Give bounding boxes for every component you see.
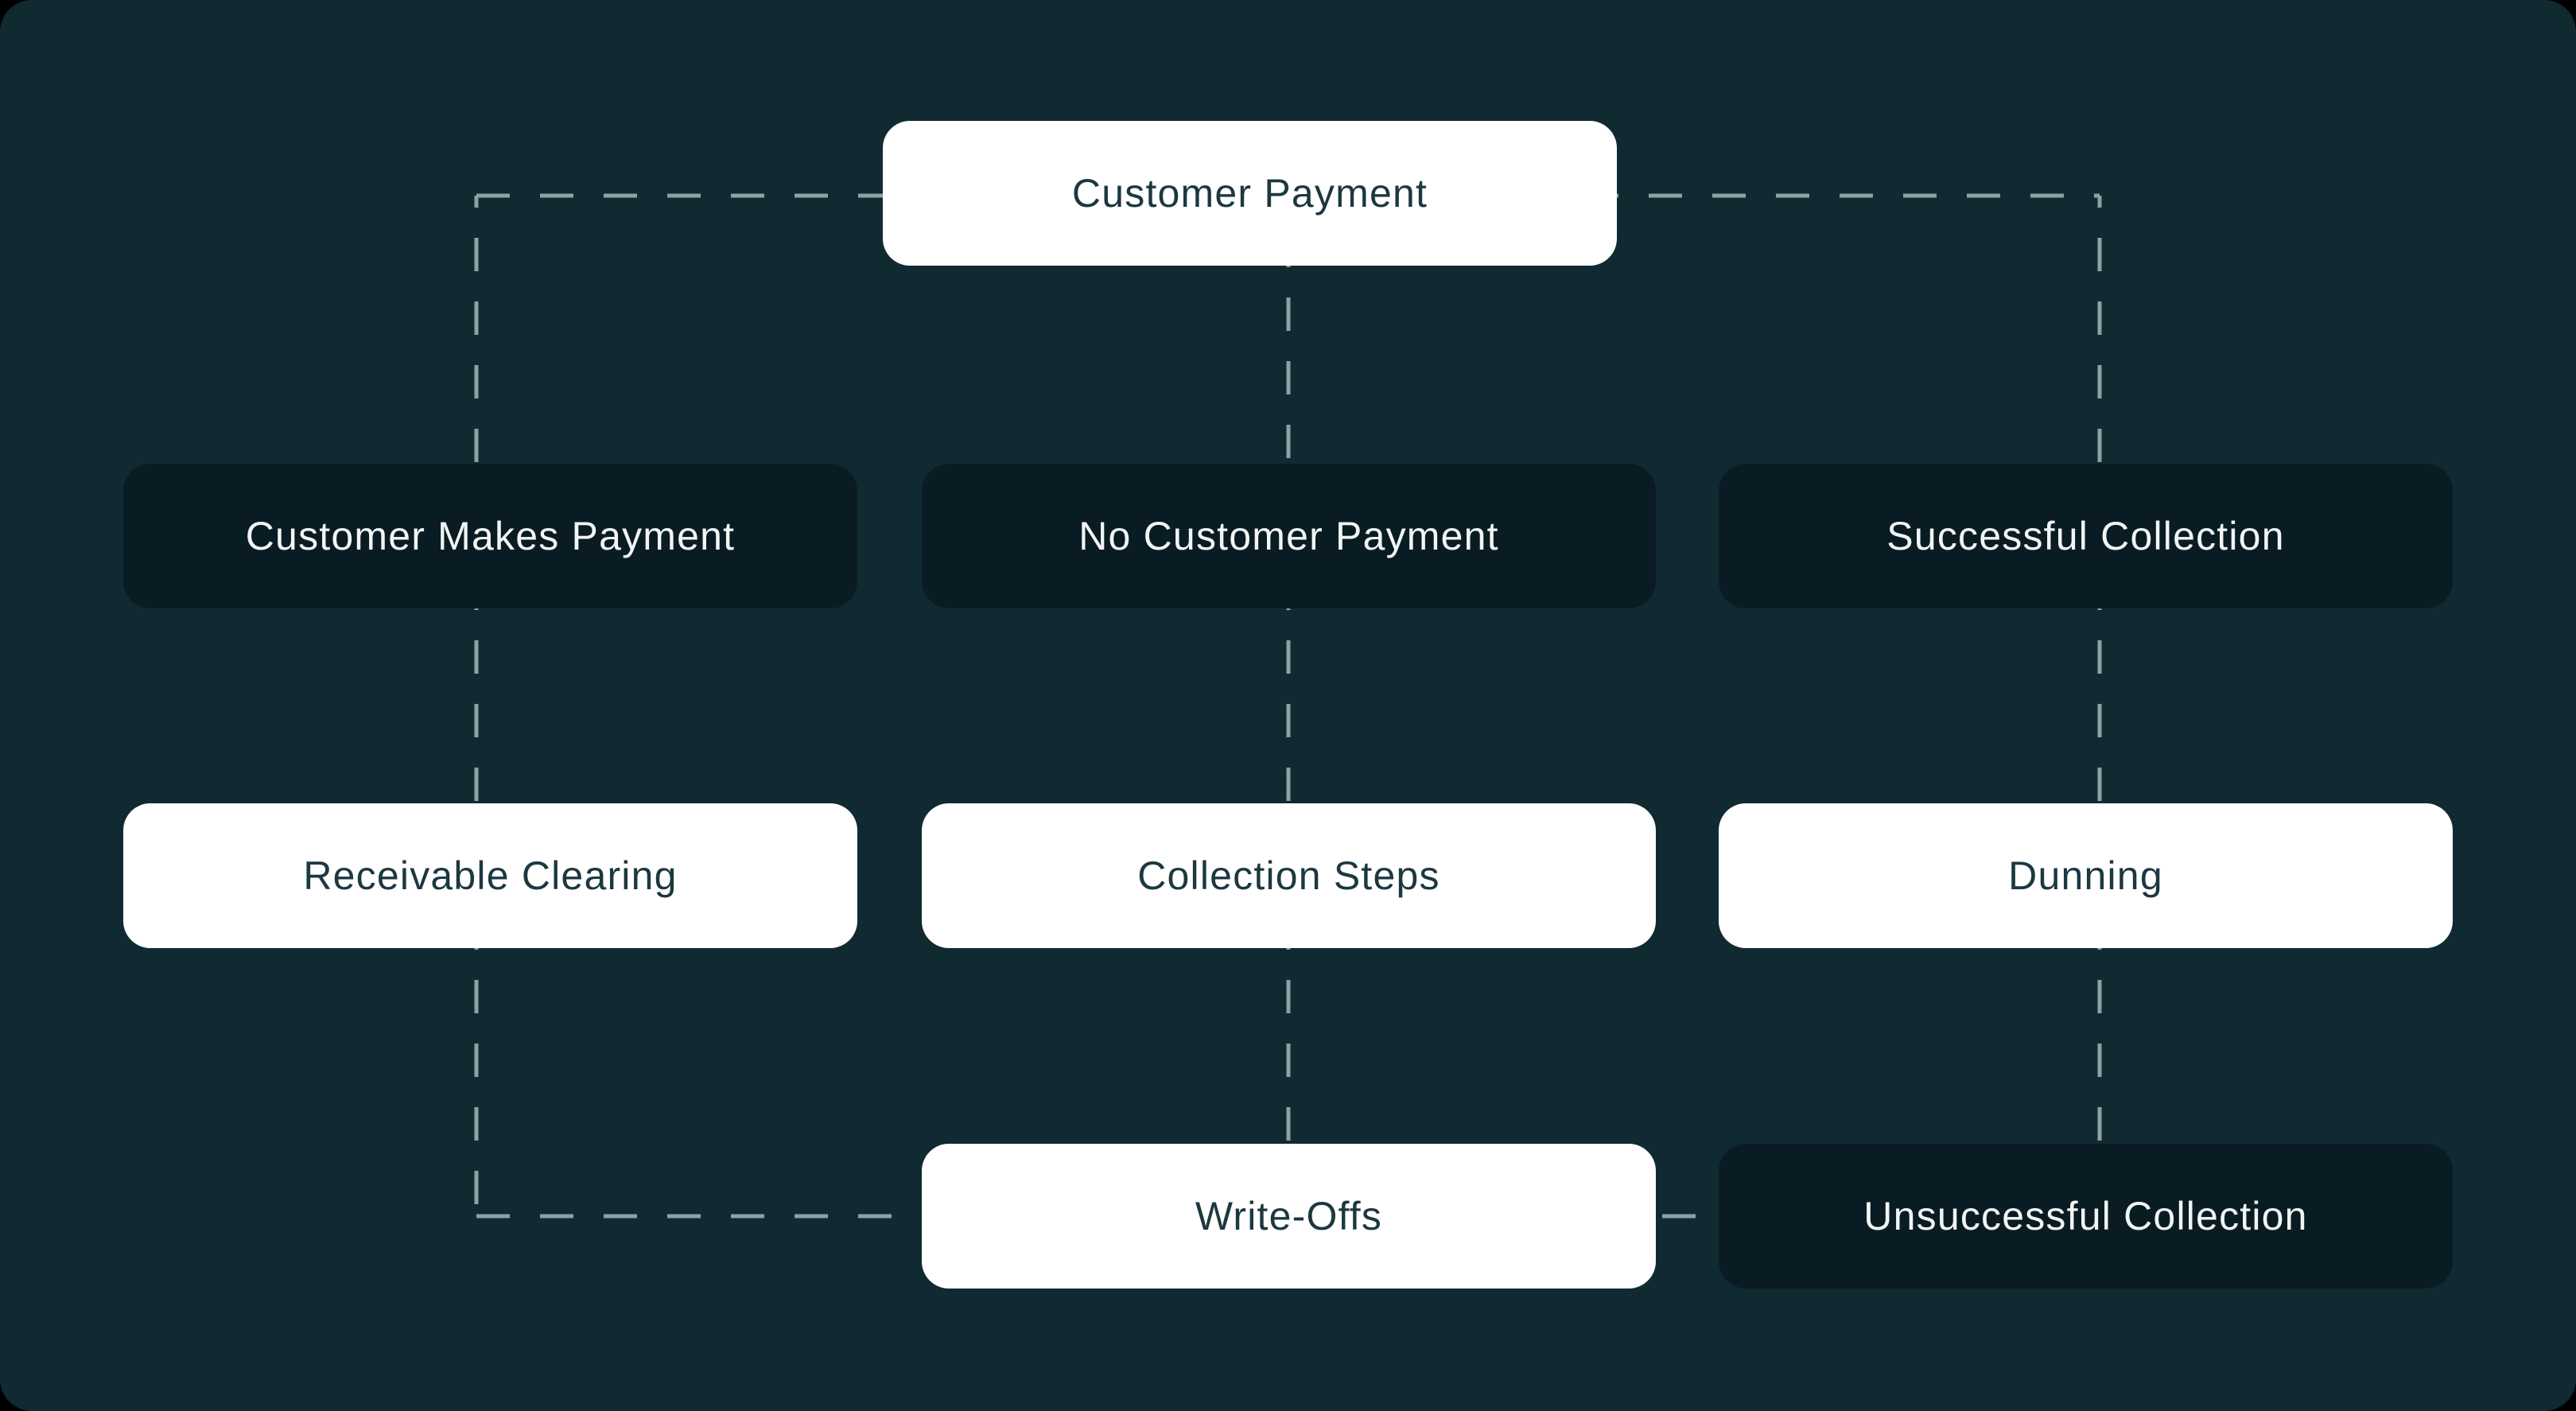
node-collection-steps-label: Collection Steps xyxy=(1137,853,1440,898)
node-no-customer-payment: No Customer Payment xyxy=(922,464,1656,608)
node-customer-makes-payment: Customer Makes Payment xyxy=(123,464,857,608)
node-customer-payment-label: Customer Payment xyxy=(1071,171,1428,216)
node-successful-collection: Successful Collection xyxy=(1719,464,2453,608)
node-receivable-clearing-label: Receivable Clearing xyxy=(303,853,678,898)
node-unsuccessful-collection: Unsuccessful Collection xyxy=(1719,1144,2453,1289)
node-no-customer-payment-label: No Customer Payment xyxy=(1078,514,1499,558)
node-write-offs-label: Write-Offs xyxy=(1195,1194,1383,1238)
node-write-offs: Write-Offs xyxy=(922,1144,1656,1289)
node-unsuccessful-collection-label: Unsuccessful Collection xyxy=(1863,1194,2308,1238)
node-successful-collection-label: Successful Collection xyxy=(1886,514,2285,558)
node-dunning-label: Dunning xyxy=(2008,853,2163,898)
node-customer-payment: Customer Payment xyxy=(883,121,1617,266)
node-collection-steps: Collection Steps xyxy=(922,803,1656,948)
node-dunning: Dunning xyxy=(1719,803,2453,948)
node-receivable-clearing: Receivable Clearing xyxy=(123,803,857,948)
node-customer-makes-payment-label: Customer Makes Payment xyxy=(245,514,736,558)
